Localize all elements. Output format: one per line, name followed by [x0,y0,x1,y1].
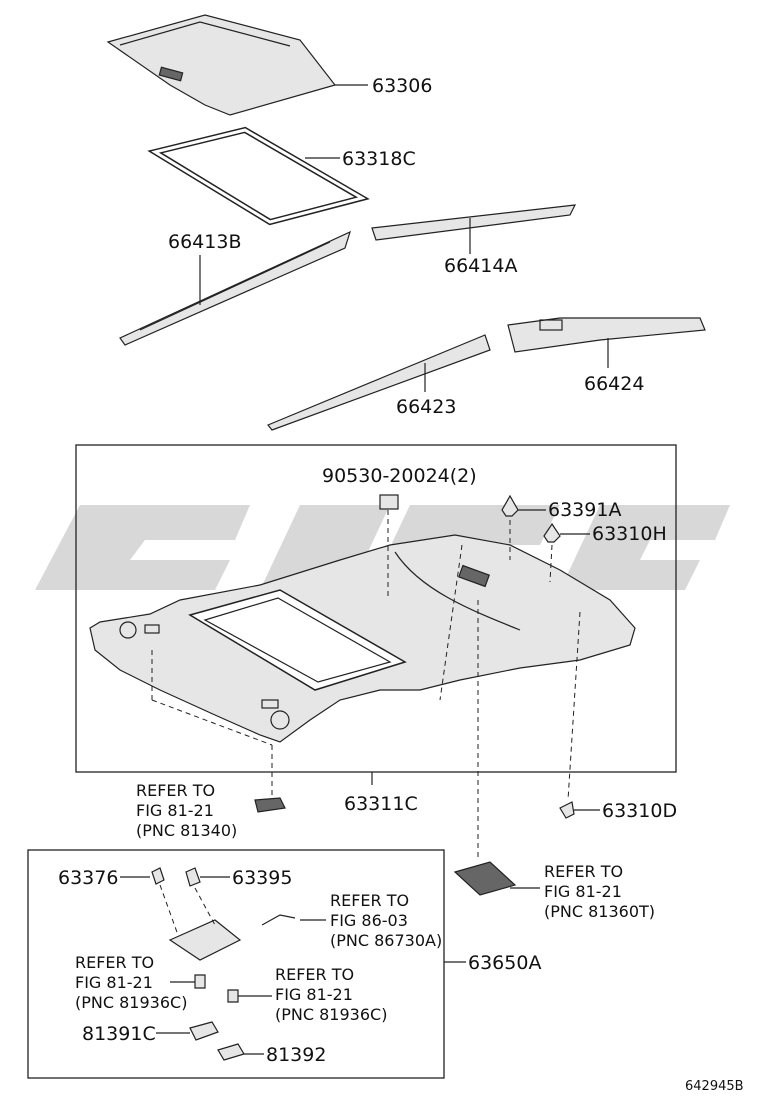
part-66423-pad [267,334,491,431]
ref-81340-line3: (PNC 81340) [136,821,237,840]
ref-81936C-b-line3: (PNC 81936C) [275,1005,387,1024]
ref-81936C-a-line1: REFER TO [75,953,154,972]
label-63318C: 63318C [342,148,416,170]
figure-id: 642945B [685,1079,744,1094]
ref-group-81360T: REFER TO FIG 81-21 (PNC 81360T) [453,861,655,921]
ref-group-86730A: REFER TO FIG 86-03 (PNC 86730A) [261,891,442,950]
part-63306-sunshade [106,14,368,116]
ref-86730A-line2: FIG 86-03 [330,911,408,930]
clip-63376 [120,867,165,885]
ref-81936C-b-line1: REFER TO [275,965,354,984]
lens-81391C [156,1021,219,1041]
label-63650A: 63650A [468,952,541,974]
ref-group-81340: REFER TO FIG 81-21 (PNC 81340) [136,781,286,840]
ref-81360T-line3: (PNC 81360T) [544,902,655,921]
ref-81340-line2: FIG 81-21 [136,801,214,820]
ref-81936C-a-line3: (PNC 81936C) [75,993,187,1012]
part-map-lamp-housing [159,884,242,961]
lamp-assembly-frame [27,849,445,1079]
ref-81360T-line1: REFER TO [544,862,623,881]
label-63376: 63376 [58,867,118,889]
part-66424-pad [507,317,706,368]
label-63391A: 63391A [548,499,621,521]
ref-group-81936C-b: REFER TO FIG 81-21 (PNC 81936C) [227,965,387,1024]
label-63311C: 63311C [344,793,418,815]
lens-81392 [217,1043,264,1061]
clip-63391A [501,494,546,517]
ref-81340-line1: REFER TO [136,781,215,800]
clip-63310H [543,522,590,543]
fastener-90530 [379,494,399,510]
ref-81936C-b-line2: FIG 81-21 [275,985,353,1004]
part-63318C-weatherstrip [147,126,370,226]
label-66424: 66424 [584,373,644,395]
label-66413B: 66413B [168,231,241,253]
ref-86730A-line1: REFER TO [330,891,409,910]
headliner-frame [75,444,677,773]
ref-81936C-a-line2: FIG 81-21 [75,973,153,992]
label-63310D: 63310D [602,800,677,822]
part-63311C-headliner [89,534,636,743]
label-63306: 63306 [372,75,432,97]
label-81392: 81392 [266,1044,326,1066]
label-63310H: 63310H [592,523,667,545]
screw-63310D [559,801,600,819]
ref-86730A-line3: (PNC 86730A) [330,931,442,950]
part-66413B-pad [119,230,351,346]
clip-63395 [185,867,230,887]
label-81391C: 81391C [82,1023,156,1045]
part-66414A-pad [371,204,577,254]
label-90530: 90530-20024(2) [322,465,477,487]
leader-lines [151,510,581,860]
label-66423: 66423 [396,396,456,418]
ref-group-81936C-a: REFER TO FIG 81-21 (PNC 81936C) [75,953,206,1012]
label-63395: 63395 [232,867,292,889]
label-66414A: 66414A [444,255,517,277]
ref-81360T-line2: FIG 81-21 [544,882,622,901]
